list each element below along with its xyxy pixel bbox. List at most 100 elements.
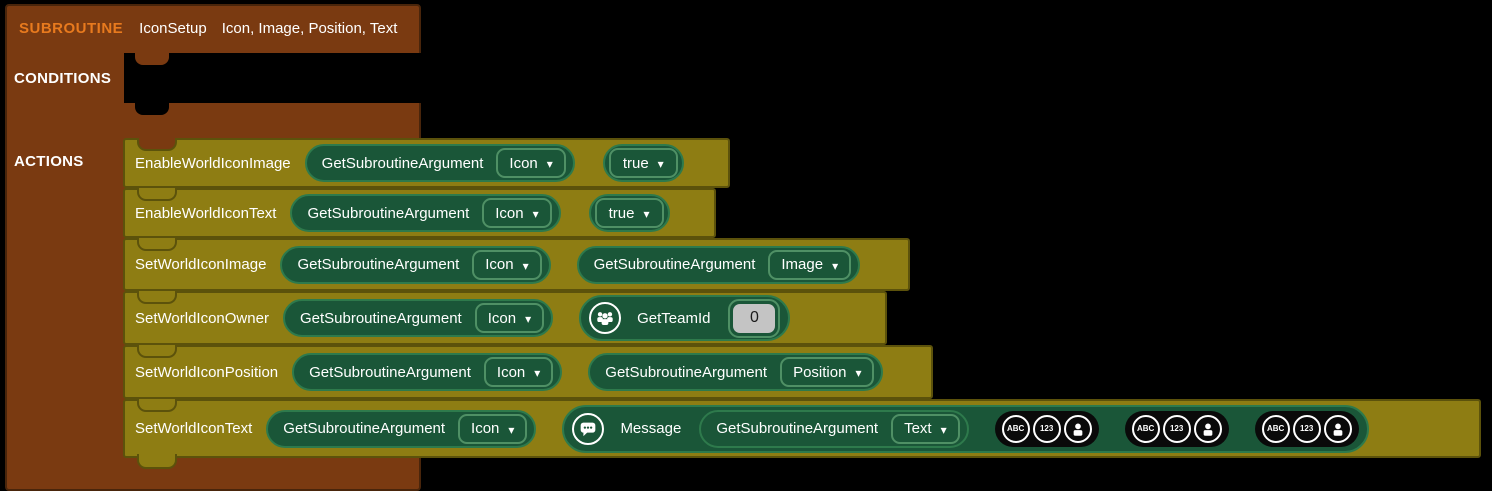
- dropdown-value: Icon: [485, 256, 514, 273]
- pill-label: GetSubroutineArgument: [593, 256, 756, 273]
- argument-dropdown[interactable]: Icon ▾: [472, 249, 542, 280]
- chevron-down-icon: ▾: [525, 312, 532, 326]
- pill-label: GetSubroutineArgument: [716, 420, 879, 437]
- action-block-set-world-icon-owner[interactable]: SetWorldIconOwner GetSubroutineArgument …: [123, 291, 887, 345]
- number-type-icon: 123: [1162, 414, 1191, 443]
- slot-tab: [135, 103, 169, 115]
- message-pill[interactable]: Message GetSubroutineArgument Text ▾ ABC…: [562, 404, 1369, 453]
- action-name: SetWorldIconPosition: [135, 363, 279, 381]
- subroutine-name[interactable]: IconSetup: [139, 20, 207, 37]
- argument-dropdown[interactable]: Icon ▾: [482, 198, 552, 228]
- subroutine-header[interactable]: SUBROUTINE IconSetup Icon, Image, Positi…: [5, 4, 397, 53]
- subroutine-keyword: SUBROUTINE: [19, 20, 124, 37]
- text-type-icon: ABC: [1001, 414, 1030, 443]
- dropdown-value: Image: [781, 256, 824, 273]
- chevron-down-icon: ▾: [532, 207, 539, 221]
- number-slot: 0: [728, 298, 781, 338]
- block-notch: [137, 188, 177, 201]
- action-name: SetWorldIconText: [135, 420, 253, 437]
- chevron-down-icon: ▾: [534, 366, 541, 380]
- message-param-slot[interactable]: ABC 123: [1124, 410, 1229, 447]
- message-param-slot[interactable]: ABC 123: [994, 410, 1099, 447]
- boolean-pill[interactable]: true ▾: [588, 194, 670, 232]
- boolean-dropdown[interactable]: true ▾: [594, 198, 664, 228]
- pill-label: GetTeamId: [637, 309, 711, 327]
- team-id-input[interactable]: 0: [733, 303, 776, 333]
- dropdown-value: Icon: [495, 204, 524, 222]
- number-type-icon: 123: [1292, 414, 1321, 443]
- action-name: SetWorldIconImage: [135, 256, 267, 273]
- dropdown-value: true: [622, 154, 649, 172]
- action-block-set-world-icon-text[interactable]: SetWorldIconText GetSubroutineArgument I…: [123, 399, 1481, 469]
- chevron-down-icon: ▾: [940, 422, 947, 437]
- chevron-down-icon: ▾: [546, 157, 553, 171]
- get-subroutine-argument-pill[interactable]: GetSubroutineArgument Icon ▾: [292, 353, 563, 391]
- argument-dropdown[interactable]: Icon ▾: [474, 303, 545, 333]
- team-icon: [589, 302, 622, 334]
- dropdown-value: Icon: [487, 309, 517, 327]
- argument-dropdown[interactable]: Image ▾: [768, 249, 852, 280]
- pill-label: Message: [620, 420, 682, 437]
- chevron-down-icon: ▾: [508, 422, 515, 437]
- actions-label: ACTIONS: [14, 153, 84, 170]
- dropdown-value: true: [608, 204, 635, 222]
- slot-notch: [135, 53, 169, 65]
- text-type-icon: ABC: [1261, 414, 1290, 443]
- entity-type-icon: [1193, 414, 1222, 443]
- block-notch: [137, 138, 177, 151]
- message-param-slot[interactable]: ABC 123: [1254, 410, 1359, 447]
- chevron-down-icon: ▾: [832, 258, 839, 273]
- dropdown-value: Icon: [471, 420, 500, 437]
- dropdown-value: Icon: [509, 154, 538, 172]
- block-notch: [137, 291, 177, 304]
- number-type-icon: 123: [1032, 414, 1061, 443]
- block-tab: [137, 454, 177, 469]
- block-notch: [137, 399, 177, 412]
- action-block-set-world-icon-position[interactable]: SetWorldIconPosition GetSubroutineArgume…: [123, 345, 933, 399]
- subroutine-params[interactable]: Icon, Image, Position, Text: [221, 20, 398, 37]
- get-subroutine-argument-pill[interactable]: GetSubroutineArgument Icon ▾: [290, 194, 561, 232]
- argument-dropdown[interactable]: Icon ▾: [483, 357, 554, 387]
- action-block-enable-world-icon-image[interactable]: EnableWorldIconImage GetSubroutineArgume…: [123, 138, 730, 188]
- pill-label: GetSubroutineArgument: [321, 154, 484, 172]
- get-subroutine-argument-pill[interactable]: GetSubroutineArgument Position ▾: [588, 353, 884, 391]
- pill-label: GetSubroutineArgument: [307, 204, 470, 222]
- action-name: EnableWorldIconText: [135, 204, 277, 222]
- argument-dropdown[interactable]: Icon ▾: [458, 413, 528, 444]
- conditions-label: CONDITIONS: [14, 70, 112, 87]
- block-notch: [137, 238, 177, 251]
- get-subroutine-argument-pill[interactable]: GetSubroutineArgument Icon ▾: [304, 144, 575, 182]
- get-subroutine-argument-pill[interactable]: GetSubroutineArgument Image ▾: [576, 245, 861, 284]
- get-subroutine-argument-pill[interactable]: GetSubroutineArgument Icon ▾: [280, 245, 551, 284]
- dropdown-value: Position: [793, 363, 847, 381]
- dropdown-value: Text: [904, 420, 932, 437]
- action-block-enable-world-icon-text[interactable]: EnableWorldIconText GetSubroutineArgumen…: [123, 188, 716, 238]
- argument-dropdown[interactable]: Icon ▾: [496, 148, 566, 178]
- action-name: EnableWorldIconImage: [135, 154, 291, 172]
- pill-label: GetSubroutineArgument: [299, 309, 462, 327]
- chevron-down-icon: ▾: [522, 258, 529, 273]
- boolean-dropdown[interactable]: true ▾: [608, 148, 678, 178]
- get-subroutine-argument-pill[interactable]: GetSubroutineArgument Text ▾: [699, 409, 969, 448]
- pill-label: GetSubroutineArgument: [605, 363, 768, 381]
- pill-label: GetSubroutineArgument: [309, 363, 471, 381]
- chevron-down-icon: ▾: [855, 366, 862, 380]
- action-block-set-world-icon-image[interactable]: SetWorldIconImage GetSubroutineArgument …: [123, 238, 910, 291]
- pill-label: GetSubroutineArgument: [283, 420, 446, 437]
- chevron-down-icon: ▾: [657, 157, 664, 171]
- get-subroutine-argument-pill[interactable]: GetSubroutineArgument Icon ▾: [266, 409, 537, 448]
- get-subroutine-argument-pill[interactable]: GetSubroutineArgument Icon ▾: [282, 299, 554, 337]
- get-team-id-pill[interactable]: GetTeamId 0: [579, 295, 791, 341]
- dropdown-value: Icon: [496, 363, 526, 381]
- action-name: SetWorldIconOwner: [135, 309, 269, 327]
- block-notch: [137, 345, 177, 358]
- boolean-pill[interactable]: true ▾: [602, 144, 684, 182]
- conditions-empty-slot[interactable]: [124, 53, 422, 115]
- argument-dropdown[interactable]: Position ▾: [780, 357, 875, 387]
- pill-label: GetSubroutineArgument: [297, 256, 460, 273]
- argument-dropdown[interactable]: Text ▾: [891, 413, 960, 444]
- text-type-icon: ABC: [1131, 414, 1160, 443]
- chevron-down-icon: ▾: [643, 207, 650, 221]
- entity-type-icon: [1063, 414, 1092, 443]
